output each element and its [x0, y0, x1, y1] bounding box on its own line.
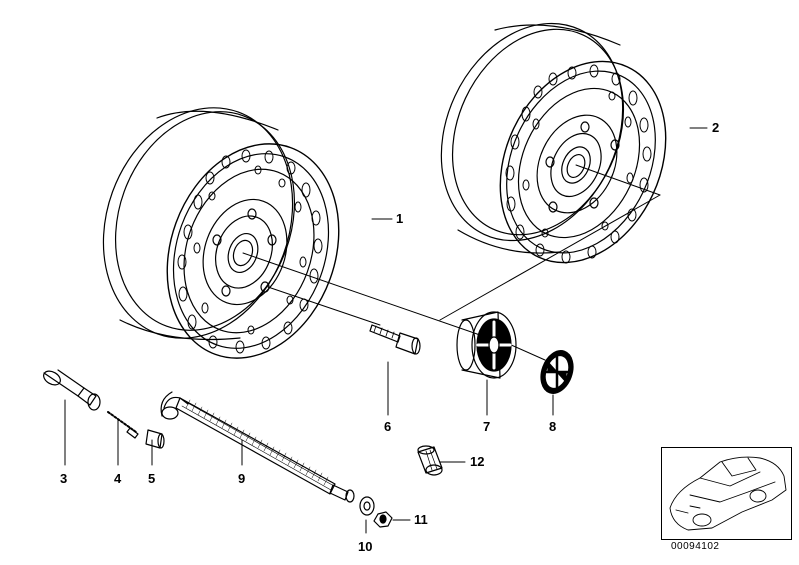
callout-6[interactable]: 6 [384, 419, 392, 434]
valve-cap-small [145, 429, 165, 449]
emblem [540, 350, 574, 394]
braided-hose [160, 391, 355, 503]
callout-12[interactable]: 12 [470, 454, 485, 469]
vehicle-thumbnail-frame [661, 447, 792, 540]
valve-extension [43, 369, 101, 411]
callout-11[interactable]: 11 [414, 512, 428, 527]
leader-lines [64, 127, 708, 534]
callout-3[interactable]: 3 [60, 471, 68, 486]
washer [359, 496, 375, 516]
valve-core [107, 411, 139, 439]
steel-wheel-1 [102, 107, 340, 359]
callout-1[interactable]: 1 [396, 211, 404, 226]
hub-cap [456, 311, 517, 379]
callout-5[interactable]: 5 [148, 471, 156, 486]
callout-2[interactable]: 2 [712, 120, 720, 135]
valve-cap [417, 445, 443, 476]
callout-4[interactable]: 4 [114, 471, 122, 486]
callout-7[interactable]: 7 [483, 419, 491, 434]
callout-8[interactable]: 8 [549, 419, 557, 434]
callout-9[interactable]: 9 [238, 471, 246, 486]
vehicle-thumbnail [669, 456, 787, 531]
nut [373, 511, 393, 528]
callout-10[interactable]: 10 [358, 539, 373, 554]
wheel-bolt [369, 324, 421, 355]
steel-wheel-2 [440, 22, 667, 264]
diagram-id-label: 00094102 [671, 541, 720, 552]
